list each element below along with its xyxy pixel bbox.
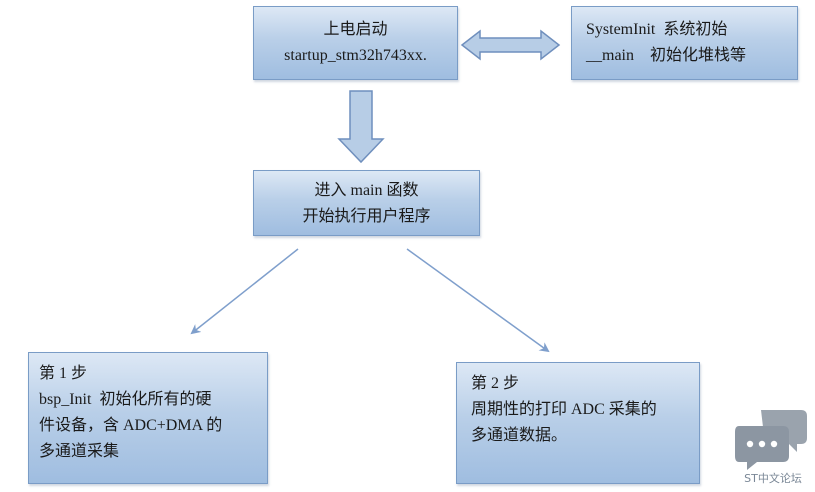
node-step2: 第 2 步 周期性的打印 ADC 采集的 多通道数据。 — [456, 362, 700, 484]
node-system-init-line-2: __main 初始化堆栈等 — [586, 47, 746, 64]
node-step2-line-1: 第 2 步 — [471, 375, 520, 392]
node-step2-line-3: 多通道数据。 — [471, 427, 568, 444]
node-enter-main-line-1: 进入 main 函数 — [314, 182, 419, 199]
node-power-on-line-2: startup_stm32h743xx. — [284, 47, 427, 64]
node-system-init: SystemInit 系统初始 __main 初始化堆栈等 — [571, 6, 798, 80]
arrow-to-step2 — [406, 248, 550, 353]
node-enter-main: 进入 main 函数 开始执行用户程序 — [253, 170, 480, 236]
node-step2-line-2: 周期性的打印 ADC 采集的 — [471, 401, 657, 418]
watermark-text: ST中文论坛 — [744, 472, 802, 485]
node-step1: 第 1 步 bsp_Init 初始化所有的硬 件设备，含 ADC+DMA 的 多… — [28, 352, 268, 484]
node-enter-main-line-2: 开始执行用户程序 — [302, 208, 431, 225]
node-power-on-line-1: 上电启动 — [323, 21, 388, 38]
chat-bubbles-icon — [735, 410, 807, 470]
node-step1-line-4: 多通道采集 — [39, 443, 120, 460]
arrow-to-step1 — [190, 248, 299, 335]
double-arrow-connector — [460, 29, 561, 61]
node-system-init-line-1: SystemInit 系统初始 — [586, 21, 728, 38]
node-step1-line-2: bsp_Init 初始化所有的硬 — [39, 391, 212, 408]
node-step1-line-1: 第 1 步 — [39, 365, 88, 382]
node-power-on: 上电启动 startup_stm32h743xx. — [253, 6, 458, 80]
down-arrow-connector — [337, 90, 385, 164]
node-step1-line-3: 件设备，含 ADC+DMA 的 — [39, 417, 223, 434]
